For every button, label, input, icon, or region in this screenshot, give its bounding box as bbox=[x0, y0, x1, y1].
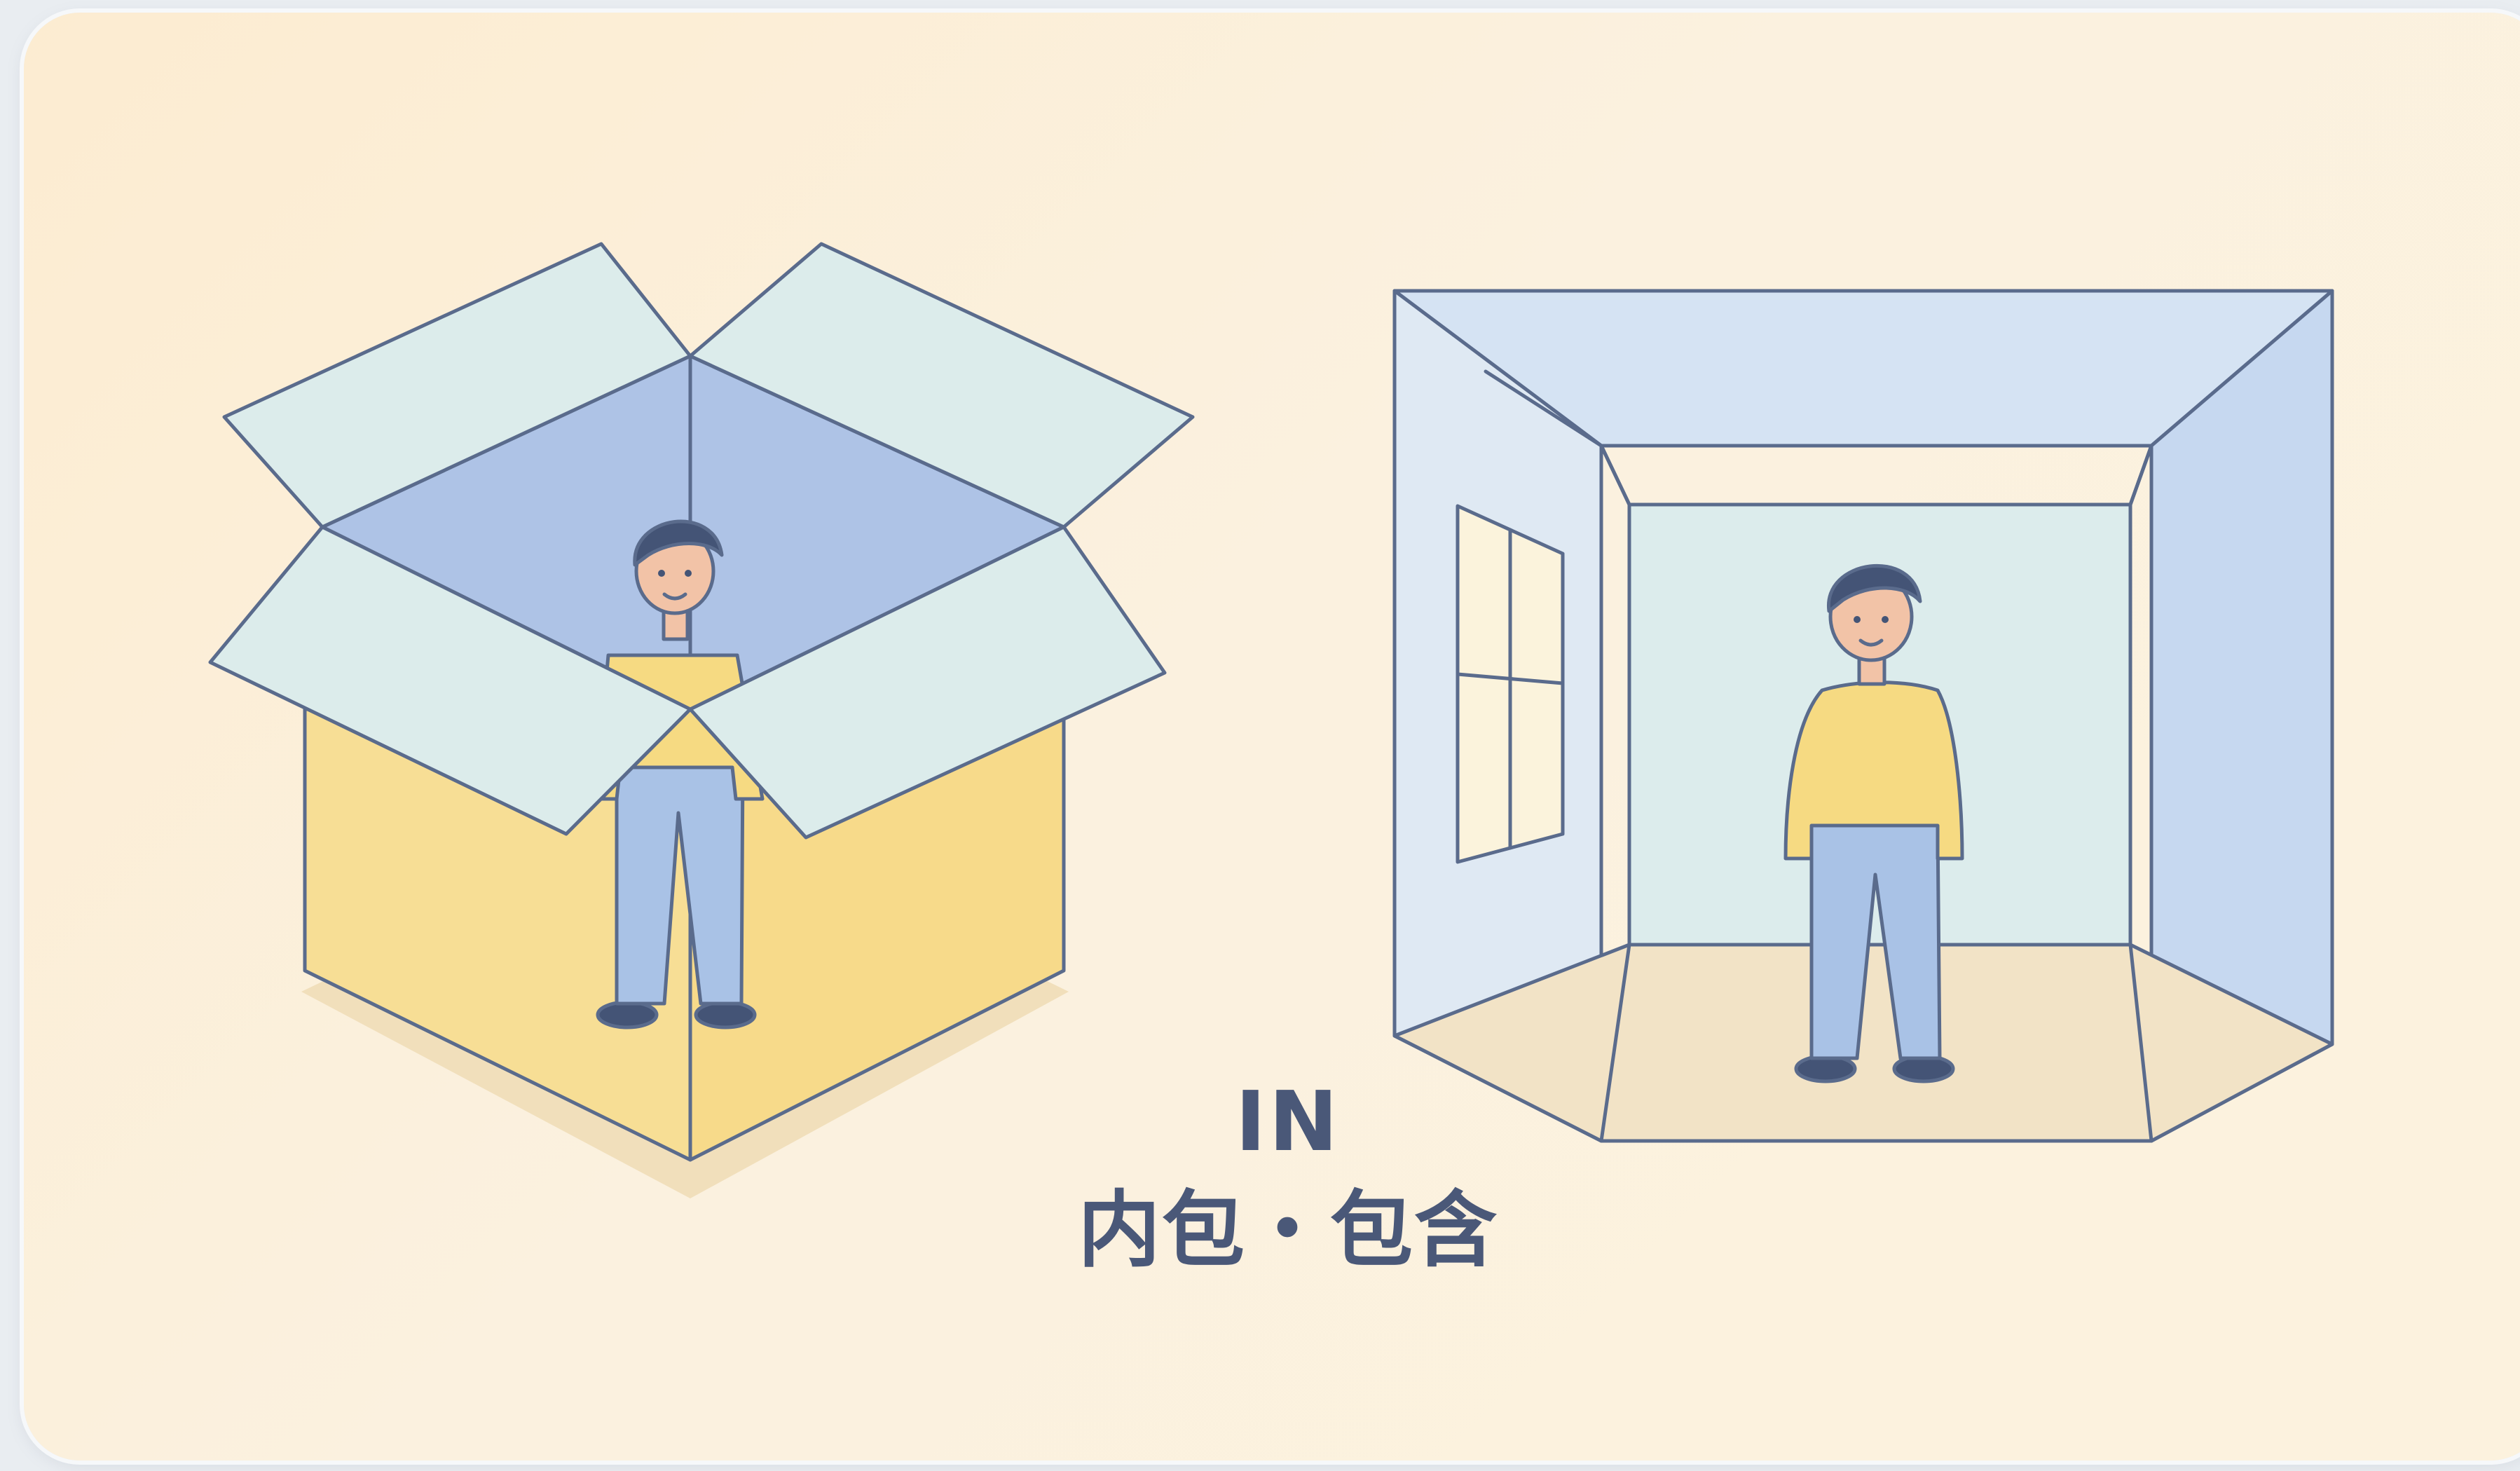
person-pants bbox=[1809, 823, 1942, 1060]
open-box-illustration bbox=[208, 242, 1195, 1198]
person-shirt bbox=[1783, 680, 1964, 861]
box-flap-front-left bbox=[208, 525, 692, 836]
caption-title: IN bbox=[1235, 1073, 1341, 1170]
box-flap-back-left bbox=[222, 242, 692, 529]
box-flap-back-right bbox=[688, 242, 1195, 529]
person-pants bbox=[615, 758, 745, 1006]
person-hair bbox=[633, 519, 724, 567]
box-flap-front-right bbox=[688, 525, 1167, 840]
room-illustration bbox=[1392, 289, 2334, 1143]
caption-subtitle: 内包・包含 bbox=[1077, 1182, 1498, 1278]
person-hair bbox=[1827, 563, 1922, 613]
room-window bbox=[1456, 504, 1565, 864]
person-in-room bbox=[1783, 563, 1964, 1083]
left-shoe bbox=[596, 1000, 659, 1029]
right-shoe bbox=[694, 1000, 757, 1029]
caption: IN 内包・包含 bbox=[980, 1069, 1596, 1286]
